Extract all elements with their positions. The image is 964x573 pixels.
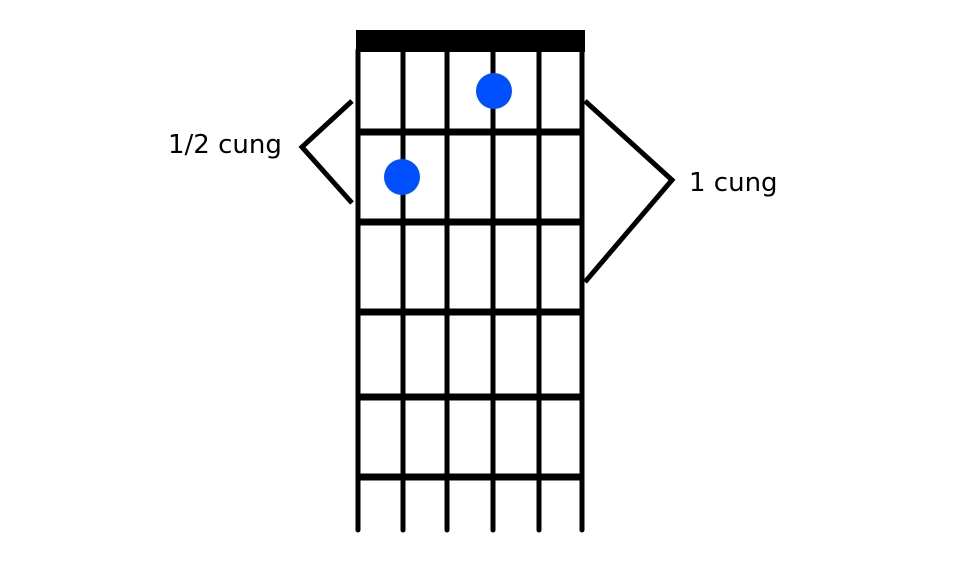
finger-dot: [384, 159, 420, 195]
strings: [355, 47, 585, 533]
finger-dot: [476, 73, 512, 109]
half-step-label: 1/2 cung: [168, 130, 282, 160]
nut: [356, 30, 585, 52]
half-step-bracket: [298, 99, 354, 205]
whole-step-bracket: [583, 99, 676, 284]
whole-step-label: 1 cung: [689, 168, 778, 198]
frets: [356, 128, 584, 481]
